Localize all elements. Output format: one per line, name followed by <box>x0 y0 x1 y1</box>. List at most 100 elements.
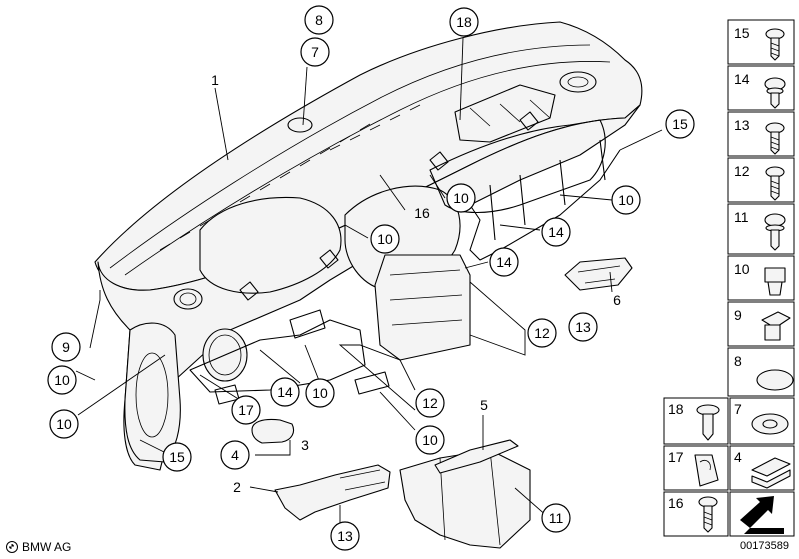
svg-text:10: 10 <box>377 231 393 247</box>
callout-10: 10 <box>446 183 476 213</box>
clip-part-4 <box>251 418 295 444</box>
callout-10: 10 <box>47 365 77 395</box>
side-label-13: 13 <box>734 117 750 133</box>
svg-text:14: 14 <box>496 254 512 270</box>
bottom-parts-grid: 18 7 17 4 16 <box>663 397 795 537</box>
callout-1: 1 <box>211 72 219 88</box>
side-label-14: 14 <box>734 71 750 87</box>
callout-18: 18 <box>449 7 479 37</box>
dashboard-illustration <box>94 21 643 471</box>
side-label-11: 11 <box>734 209 749 225</box>
instrument-cluster-opening <box>199 196 342 294</box>
svg-text:15: 15 <box>672 116 688 132</box>
expanding-rivet-icon <box>696 404 720 441</box>
svg-text:10: 10 <box>56 416 72 432</box>
svg-text:5: 5 <box>480 397 488 413</box>
svg-text:14: 14 <box>548 224 564 240</box>
glovebox-opening <box>429 119 606 213</box>
speaker-grille <box>287 117 313 133</box>
callout-17: 17 <box>231 395 261 425</box>
svg-text:11: 11 <box>549 510 564 526</box>
svg-text:2: 2 <box>233 479 241 495</box>
callout-8: 8 <box>304 5 334 35</box>
right-vent-ring <box>559 71 597 93</box>
callout-10: 10 <box>370 224 400 254</box>
grid-label-16: 16 <box>668 495 684 511</box>
svg-text:10: 10 <box>453 190 469 206</box>
svg-text:13: 13 <box>575 319 591 335</box>
callout-10: 10 <box>305 378 335 408</box>
clip-nut-icon <box>764 267 786 296</box>
callout-15: 15 <box>162 442 192 472</box>
callout-13: 13 <box>568 312 598 342</box>
callout-9: 9 <box>51 332 81 362</box>
callout-14: 14 <box>489 247 519 277</box>
left-vent-ring <box>173 288 203 310</box>
svg-text:16: 16 <box>414 205 430 221</box>
svg-text:3: 3 <box>301 437 309 453</box>
svg-text:12: 12 <box>422 395 438 411</box>
callout-10: 10 <box>611 185 641 215</box>
spring-nut-icon <box>761 311 791 341</box>
callout-2: 2 <box>233 479 241 495</box>
svg-text:9: 9 <box>62 339 70 355</box>
svg-text:13: 13 <box>337 528 353 544</box>
left-end-panel <box>124 322 181 463</box>
arrow-icon <box>740 496 784 534</box>
svg-text:12: 12 <box>534 325 550 341</box>
callout-6: 6 <box>613 292 621 308</box>
svg-text:10: 10 <box>54 372 70 388</box>
grid-label-4: 4 <box>734 449 742 465</box>
callout-5: 5 <box>480 397 488 413</box>
bracket-part-6 <box>564 257 633 291</box>
cover-strip-part-5 <box>434 439 519 474</box>
callout-15: 15 <box>665 109 695 139</box>
grid-label-7: 7 <box>734 401 742 417</box>
center-stack-frame <box>374 254 471 361</box>
svg-text:17: 17 <box>238 402 254 418</box>
callout-14: 14 <box>270 377 300 407</box>
clip-icon <box>751 457 791 489</box>
footer-brand: BMW AG <box>6 540 71 554</box>
svg-text:15: 15 <box>169 449 185 465</box>
svg-text:8: 8 <box>315 12 323 28</box>
callout-14: 14 <box>541 217 571 247</box>
cap-icon <box>756 369 794 391</box>
callout-12: 12 <box>415 388 445 418</box>
torx-screw-icon <box>765 28 785 61</box>
knee-bolster-frame <box>189 319 366 393</box>
callout-16: 16 <box>414 205 430 221</box>
callout-10: 10 <box>415 425 445 455</box>
cable-clip-icon <box>694 454 719 487</box>
grommet-icon <box>751 413 789 435</box>
svg-text:14: 14 <box>277 384 293 400</box>
callout-13: 13 <box>330 521 360 551</box>
callout-12: 12 <box>527 318 557 348</box>
side-label-9: 9 <box>734 307 742 323</box>
svg-text:10: 10 <box>312 385 328 401</box>
bmw-logo-icon <box>6 541 18 553</box>
svg-text:6: 6 <box>613 292 621 308</box>
grid-label-17: 17 <box>668 449 684 465</box>
bracket-part-2 <box>274 464 391 521</box>
bolt-icon <box>698 496 718 533</box>
side-label-12: 12 <box>734 163 750 179</box>
side-label-10: 10 <box>734 261 750 277</box>
svg-text:10: 10 <box>422 432 438 448</box>
part-number: 00173589 <box>740 540 789 552</box>
callout-7: 7 <box>300 37 330 67</box>
grid-label-18: 18 <box>668 401 684 417</box>
callout-11: 11 <box>541 503 571 533</box>
svg-text:4: 4 <box>231 447 239 463</box>
callouts: 8 7 18 1 15 10 16 10 10 <box>47 5 695 551</box>
svg-text:18: 18 <box>456 14 472 30</box>
flange-screw-icon <box>764 77 786 109</box>
callout-10: 10 <box>49 409 79 439</box>
side-label-8: 8 <box>734 353 742 369</box>
flange-screw-icon <box>764 213 786 251</box>
torx-screw-icon <box>765 122 785 155</box>
side-label-15: 15 <box>734 25 750 41</box>
svg-text:7: 7 <box>311 44 319 60</box>
callout-4: 4 <box>220 440 250 470</box>
